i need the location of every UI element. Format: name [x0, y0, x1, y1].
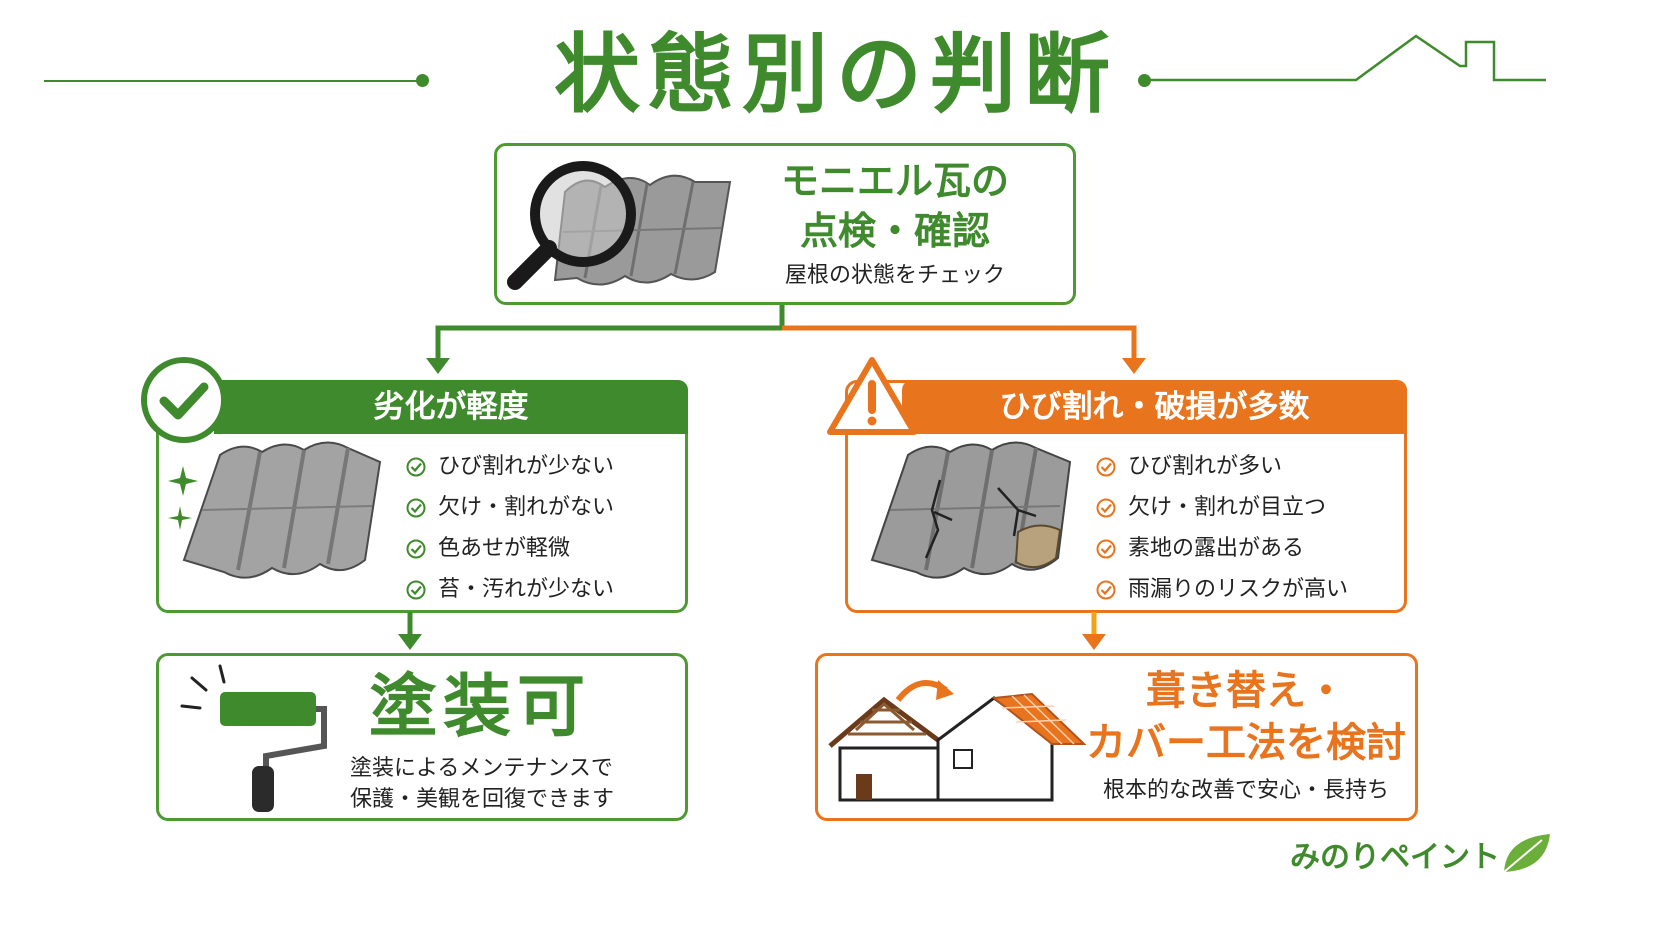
paint-ok-line2: 保護・美観を回復できます	[350, 787, 615, 812]
check-icon	[1096, 580, 1116, 599]
severe-header: ひび割れ・破損が多数	[902, 380, 1407, 434]
inspection-subtitle: 屋根の状態をチェック	[784, 263, 1005, 288]
severe-checklist: ひび割れが多い 欠け・割れが目立つ 素地の露出がある 雨漏りのリスクが高い	[1096, 446, 1348, 610]
check-circle-icon	[141, 357, 227, 443]
inspection-title-line2: 点検・確認	[799, 209, 990, 253]
list-item-label: 欠け・割れが目立つ	[1128, 495, 1327, 520]
brand-name: みのりペイント	[1290, 840, 1500, 875]
list-item: 色あせが軽微	[406, 528, 614, 569]
paint-ok-box	[156, 653, 688, 821]
reroof-title-line2: カバー工法を検討	[1086, 720, 1406, 766]
check-icon	[1096, 539, 1116, 558]
title-line-left	[44, 80, 422, 82]
sparkle-icon	[168, 466, 198, 530]
list-item: ひび割れが少ない	[406, 446, 614, 487]
clean-roof-tile-icon	[182, 441, 382, 579]
list-item-label: 欠け・割れがない	[438, 495, 615, 520]
check-icon	[1096, 498, 1116, 517]
leaf-icon	[1503, 834, 1550, 873]
flow-connector	[426, 305, 1146, 374]
list-item-label: 素地の露出がある	[1128, 536, 1305, 561]
list-item-label: ひび割れが多い	[1128, 454, 1283, 479]
list-item: 素地の露出がある	[1096, 528, 1348, 569]
check-icon	[406, 580, 426, 599]
cracked-roof-tile-icon	[870, 441, 1072, 579]
mild-header: 劣化が軽度	[214, 380, 688, 434]
list-item-label: 雨漏りのリスクが高い	[1128, 577, 1349, 602]
paint-roller-icon	[180, 664, 327, 812]
magnifier-roof-tile-icon	[507, 161, 732, 290]
check-icon	[406, 498, 426, 517]
house-reroof-icon	[828, 679, 1086, 802]
check-icon	[1096, 457, 1116, 476]
paint-ok-title: 塗装可	[368, 668, 591, 747]
arrow-down-icon	[1082, 612, 1106, 650]
page-title: 状態別の判断	[554, 25, 1118, 125]
check-icon	[406, 457, 426, 476]
list-item-label: ひび割れが少ない	[438, 454, 615, 479]
paint-ok-line1: 塗装によるメンテナンスで	[350, 756, 613, 781]
list-item-label: 苔・汚れが少ない	[438, 577, 615, 602]
arrow-down-icon	[398, 612, 422, 650]
warning-triangle-icon	[827, 357, 917, 435]
list-item: 欠け・割れがない	[406, 487, 614, 528]
list-item-label: 色あせが軽微	[438, 536, 571, 561]
house-outline-icon	[1144, 34, 1546, 82]
list-item: 欠け・割れが目立つ	[1096, 487, 1348, 528]
list-item: ひび割れが多い	[1096, 446, 1348, 487]
check-icon	[406, 539, 426, 558]
inspection-title-line1: モニエル瓦の	[780, 159, 1009, 203]
list-item: 雨漏りのリスクが高い	[1096, 569, 1348, 610]
mild-checklist: ひび割れが少ない 欠け・割れがない 色あせが軽微 苔・汚れが少ない	[406, 446, 614, 610]
reroof-title-line1: 葺き替え・	[1146, 668, 1346, 714]
title-dot-left	[416, 74, 429, 87]
reroof-subtitle: 根本的な改善で安心・長持ち	[1102, 778, 1389, 803]
list-item: 苔・汚れが少ない	[406, 569, 614, 610]
